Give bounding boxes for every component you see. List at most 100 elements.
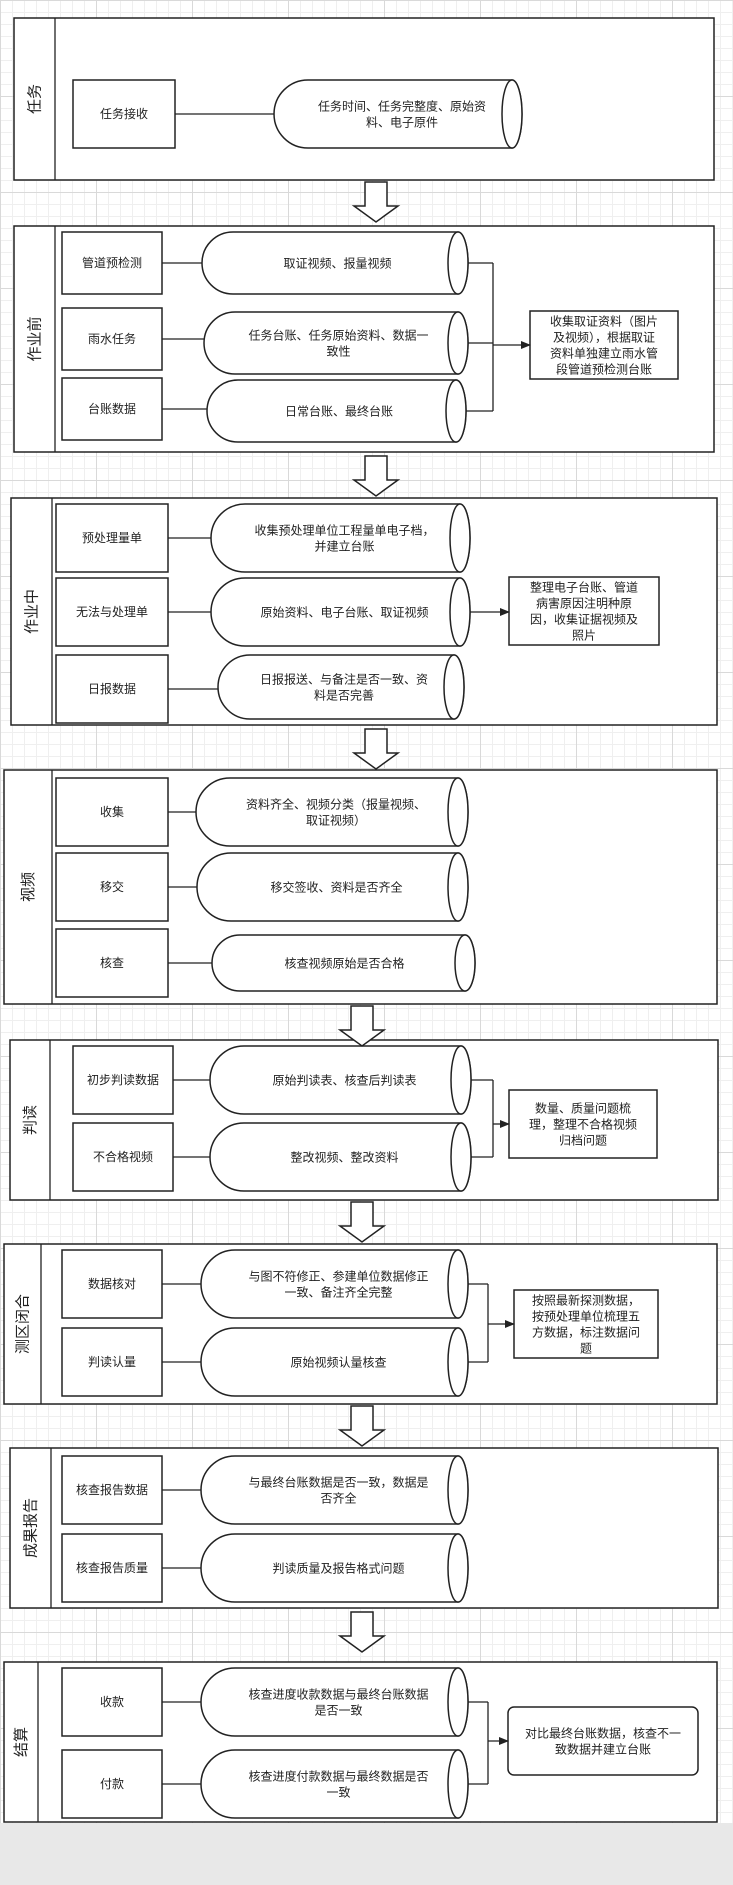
process-label: 判读认量 [88, 1355, 136, 1369]
process-label: 管道预检测 [82, 255, 142, 270]
stage-transition-arrow [337, 1201, 387, 1243]
data-cylinder-text: 日报报送、与备注是否一致、资料是否完善 [260, 671, 428, 702]
data-cylinder-shape [203, 311, 469, 375]
process-label: 任务接收 [100, 106, 148, 121]
data-cylinder-shape [210, 503, 471, 573]
data-cylinder-cap [447, 1533, 469, 1603]
section-title: 作业中 [23, 589, 41, 634]
process-box [72, 1045, 174, 1115]
summary-note-text: 数量、质量问题梳理，整理不合格视频归档问题 [529, 1100, 637, 1147]
data-cylinder-text-line: 取证视频、报量视频 [283, 255, 391, 270]
section-video: 视频收集资料齐全、视频分类（报量视频、取证视频）移交移交签收、资料是否齐全核查核… [3, 769, 718, 1005]
data-cylinder-cap [443, 654, 465, 720]
summary-note-text-line: 及视频），根据取证 [553, 329, 655, 344]
summary-note-box [513, 1289, 659, 1359]
process-label: 付款 [100, 1777, 124, 1791]
data-cylinder-text-line: 原始视频认量核查 [290, 1354, 386, 1369]
summary-note-text: 收集取证资料（图片及视频），根据取证资料单独建立雨水管段管道预检测台账 [550, 313, 658, 376]
data-cylinder-text-line: 任务台账、任务原始资料、数据一 [248, 327, 428, 342]
process-box [55, 577, 169, 647]
stage-transition-arrow [351, 455, 401, 497]
data-cylinder-text: 与图不符修正、参建单位数据修正一致、备注齐全完整 [248, 1268, 428, 1299]
process-box [55, 777, 169, 847]
data-cylinder-cap [450, 1045, 472, 1115]
data-cylinder-text-line: 任务时间、任务完整度、原始资 [318, 98, 486, 113]
data-cylinder-shape [200, 1749, 469, 1819]
section-pre-work: 作业前管道预检测取证视频、报量视频雨水任务任务台账、任务原始资料、数据一致性台账… [13, 225, 715, 453]
data-cylinder-cap [447, 1327, 469, 1397]
process-label: 移交 [100, 879, 124, 894]
section-judge: 判读初步判读数据原始判读表、核查后判读表不合格视频整改视频、整改资料数量、质量问… [9, 1039, 719, 1201]
data-cylinder-text: 整改视频、整改资料 [290, 1149, 398, 1164]
section-settlement: 结算收款核查进度收款数据与最终台账数据是否一致付款核查进度付款数据与最终数据是否… [3, 1661, 718, 1823]
data-cylinder-cap [449, 577, 471, 647]
data-cylinder-text-line: 料、电子原件 [366, 115, 438, 129]
data-cylinder-cap [447, 1455, 469, 1525]
process-label: 雨水任务 [88, 331, 136, 346]
process-box [55, 928, 169, 998]
data-cylinder-text: 收集预处理单位工程量单电子档，并建立台账 [254, 522, 434, 553]
data-cylinder-text-line: 与最终台账数据是否一致，数据是 [248, 1474, 428, 1489]
data-cylinder-cap [447, 1749, 469, 1819]
data-cylinder-text: 原始视频认量核查 [290, 1354, 386, 1369]
stage-transition-arrow [337, 1611, 387, 1653]
summary-note-text-line: 致数据并建立台账 [555, 1741, 651, 1756]
data-cylinder-text-line: 核查进度收款数据与最终台账数据 [248, 1686, 428, 1701]
data-cylinder-text-line: 否齐全 [320, 1490, 356, 1505]
data-cylinder-shape [200, 1455, 469, 1525]
data-cylinder-cap [454, 934, 476, 992]
process-label: 收款 [100, 1695, 124, 1709]
data-cylinder-text-line: 判读质量及报告格式问题 [272, 1560, 404, 1575]
data-cylinder-cap [447, 231, 469, 295]
data-cylinder-text: 核查进度收款数据与最终台账数据是否一致 [248, 1686, 428, 1717]
process-label: 台账数据 [88, 401, 136, 416]
process-box [72, 79, 176, 149]
summary-note-text-line: 对比最终台账数据，核查不一 [525, 1725, 681, 1740]
stage-transition-arrow [351, 728, 401, 770]
summary-note-box [508, 1089, 658, 1159]
data-cylinder-text-line: 取证视频） [306, 812, 366, 827]
process-label: 核查 [100, 956, 124, 970]
data-cylinder-text: 任务时间、任务完整度、原始资料、电子原件 [318, 98, 486, 129]
data-cylinder-shape [195, 777, 469, 847]
data-cylinder-text-line: 收集预处理单位工程量单电子档， [254, 522, 434, 537]
summary-note-box [508, 576, 660, 646]
section-report: 成果报告核查报告数据与最终台账数据是否一致，数据是否齐全核查报告质量判读质量及报… [9, 1447, 719, 1609]
data-cylinder-text-line: 一致 [326, 1785, 350, 1799]
data-cylinder-text: 移交签收、资料是否齐全 [270, 879, 402, 894]
summary-note-text-line: 照片 [572, 628, 596, 642]
section-title: 判读 [21, 1105, 39, 1135]
data-cylinder-text: 取证视频、报量视频 [283, 255, 391, 270]
data-cylinder-shape [200, 1249, 469, 1319]
data-cylinder-text-line: 致性 [326, 344, 350, 358]
data-cylinder-text-line: 与图不符修正、参建单位数据修正 [248, 1268, 428, 1283]
summary-note-text: 整理电子台账、管道病害原因注明种原因，收集证据视频及照片 [530, 579, 638, 642]
section-title: 结算 [12, 1727, 30, 1757]
process-label: 预处理量单 [82, 531, 142, 545]
data-cylinder-text-line: 一致、备注齐全完整 [284, 1284, 392, 1299]
data-cylinder-cap [445, 379, 467, 443]
summary-note-text: 对比最终台账数据，核查不一致数据并建立台账 [525, 1725, 681, 1756]
summary-note-text-line: 按预处理单位梳理五 [532, 1308, 640, 1323]
data-cylinder-text: 资料齐全、视频分类（报量视频、取证视频） [246, 796, 426, 827]
data-cylinder-text-line: 整改视频、整改资料 [290, 1149, 398, 1164]
summary-note-text-line: 方数据，标注数据问 [532, 1324, 640, 1339]
summary-note-text-line: 资料单独建立雨水管 [550, 345, 658, 360]
process-box [61, 1533, 163, 1603]
summary-note-text-line: 按照最新探测数据， [532, 1292, 640, 1307]
process-box [61, 1667, 163, 1737]
section-in-work: 作业中预处理量单收集预处理单位工程量单电子档，并建立台账无法与处理单原始资料、电… [10, 497, 718, 726]
process-label: 数据核对 [88, 1276, 136, 1291]
data-cylinder-cap [449, 503, 471, 573]
data-cylinder-cap [447, 1249, 469, 1319]
process-box [55, 654, 169, 724]
summary-note-text-line: 理，整理不合格视频 [529, 1116, 637, 1131]
process-box [61, 1749, 163, 1819]
section-title: 测区闭合 [14, 1294, 32, 1354]
process-label: 核查报告数据 [76, 1482, 148, 1497]
data-cylinder-text-line: 核查视频原始是否合格 [284, 955, 404, 970]
section-title: 视频 [19, 872, 37, 902]
data-cylinder-cap [447, 311, 469, 375]
section-task: 任务任务接收任务时间、任务完整度、原始资料、电子原件 [13, 17, 715, 181]
